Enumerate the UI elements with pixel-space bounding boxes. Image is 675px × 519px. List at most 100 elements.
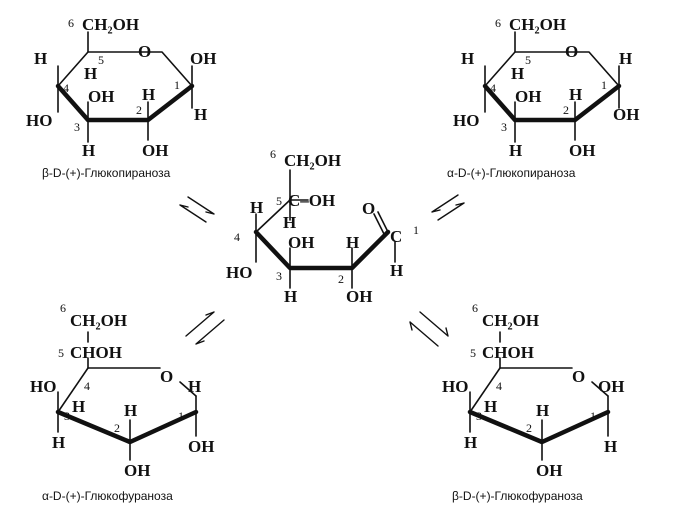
carbon-number: 4 [84,379,90,393]
carbon-number: 1 [174,78,180,92]
carbon-number: 3 [64,409,70,423]
open-chain-glucose: CH₂OH 6 C–OH 5 H H 4 HO OH 3 H H 2 OH O … [226,147,419,306]
ring-oxygen: O [138,42,151,61]
carbon-number: 6 [472,301,478,315]
label-h: H [461,49,474,68]
carbon-number: 1 [601,78,607,92]
label-ch2oh: CH₂OH [284,151,341,170]
ring-back-bonds [499,367,609,397]
substituent-bonds [57,31,193,143]
carbon-number: 4 [490,81,496,95]
substituent-bonds [469,391,609,461]
label-h: H [484,397,497,416]
label-ho: HO [226,263,252,282]
carbon-number: 3 [476,409,482,423]
alpha-glucofuranose: CH₂OH 6 CHOH 5 O 4 H HO 3 H H 2 OH H 1 O… [30,301,214,503]
equilibrium-arrow-bottom-right [409,311,449,347]
ring-front-bonds [482,83,622,123]
ring-back-bonds [57,51,193,87]
label-h: H [509,141,522,160]
label-h: H [194,105,207,124]
label-oh: OH [569,141,595,160]
label-oh: OH [288,233,314,252]
ring-front-bonds [55,83,195,123]
chain-substituent-bonds [289,211,396,289]
label-h: H [72,397,85,416]
label-ch2oh: CH₂OH [482,311,539,330]
label-ho: HO [442,377,468,396]
label-oh: OH [190,49,216,68]
label-h: H [52,433,65,452]
label-h: H [536,401,549,420]
label-h: H [142,85,155,104]
label-h: H [34,49,47,68]
carbon-number: 2 [114,421,120,435]
label-ho: HO [30,377,56,396]
ring-back-bonds [484,51,620,87]
label-oh: OH [142,141,168,160]
carbon-number: 6 [270,147,276,161]
carbon-number: 1 [178,409,184,423]
carbon-number: 4 [63,81,69,95]
carbon-number: 5 [98,53,104,67]
equilibrium-arrow-top-right [431,194,465,221]
carbon-number: 2 [526,421,532,435]
chain-front-bonds [253,229,391,271]
aldehyde-oxygen: O [362,199,375,218]
label-h: H [569,85,582,104]
carbon-number: 3 [501,120,507,134]
ring-back-bonds [87,367,197,397]
label-choh: CHOH [70,343,122,362]
carbon-number: 1 [413,223,419,237]
label-h: H [604,437,617,456]
label-choh: CHOH [482,343,534,362]
label-h: H [619,49,632,68]
ring-oxygen: O [160,367,173,386]
label-h: H [390,261,403,280]
label-h: H [124,401,137,420]
label-h: H [84,64,97,83]
chain-back-bonds [255,169,309,263]
label-c-oh: C–OH [288,191,335,210]
ring-oxygen: O [572,367,585,386]
carbon-number: 5 [58,346,64,360]
label-ch2oh: CH₂OH [82,15,139,34]
aldehyde-carbon: C [390,227,402,246]
carbon-number: 2 [563,103,569,117]
carbon-number: 6 [60,301,66,315]
label-oh: OH [598,377,624,396]
label-ch2oh: CH₂OH [70,311,127,330]
carbon-number: 2 [136,103,142,117]
beta-glucofuranose: CH₂OH 6 CHOH 5 O 4 H HO 3 H H 2 OH OH 1 … [442,301,624,503]
beta-glucopyranose: CH₂OH 6 O H 5 H 4 HO OH 3 H H 2 OH OH 1 … [26,15,216,180]
carbon-number: 3 [276,269,282,283]
label-h: H [250,198,263,217]
label-h: H [346,233,359,252]
label-ho: HO [453,111,479,130]
carbon-number: 6 [68,16,74,30]
carbon-number: 5 [470,346,476,360]
ring-side-bond [57,367,89,413]
carbon-number: 4 [234,230,240,244]
carbon-number: 3 [74,120,80,134]
label-ho: HO [26,111,52,130]
label-oh: OH [515,87,541,106]
caption-beta-furanose: β-D-(+)-Глюкофураноза [452,489,583,503]
label-h: H [511,64,524,83]
label-h: H [188,377,201,396]
substituent-bonds [484,31,620,143]
substituent-bonds [57,391,197,461]
carbon-number: 5 [276,194,282,208]
label-h: H [283,213,296,232]
label-oh: OH [124,461,150,480]
carbon-number: 5 [525,53,531,67]
carbon-number: 2 [338,272,344,286]
label-h: H [82,141,95,160]
label-oh: OH [536,461,562,480]
carbon-number: 4 [496,379,502,393]
label-h: H [464,433,477,452]
caption-alpha-furanose: α-D-(+)-Глюкофураноза [42,489,173,503]
caption-alpha-pyranose: α-D-(+)-Глюкопираноза [447,166,576,180]
caption-beta-pyranose: β-D-(+)-Глюкопираноза [42,166,171,180]
